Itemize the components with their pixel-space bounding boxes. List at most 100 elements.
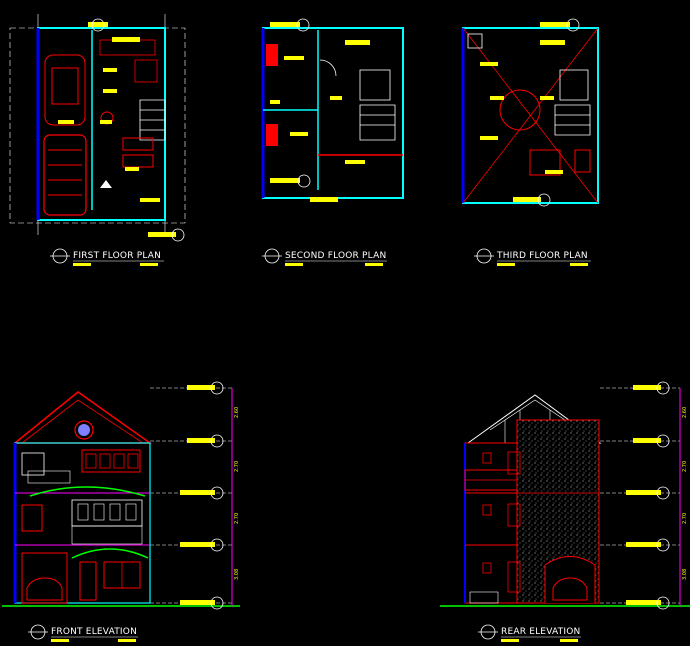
small-window: [482, 562, 492, 574]
room-tag: [490, 96, 504, 100]
level-bubble: [210, 486, 224, 500]
scale-tag: [51, 639, 69, 642]
level-tag: [270, 178, 300, 183]
level-bubble: [210, 538, 224, 552]
drawing-title: REAR ELEVATION: [501, 627, 580, 637]
dimension-text: 2.70: [682, 461, 688, 472]
dimension-text: 2.70: [234, 461, 240, 472]
door-swing: [319, 59, 337, 77]
scale-tag: [560, 639, 578, 642]
level-tag: [187, 385, 215, 390]
rear-elevation-title: REAR ELEVATION: [478, 624, 581, 642]
dimension-text: 3.08: [234, 569, 240, 580]
room-tag: [284, 56, 304, 60]
grid-bubble: [566, 18, 580, 32]
garage-arch: [544, 556, 596, 603]
laundry-fixture: [467, 33, 483, 49]
room-tag: [480, 62, 498, 66]
stair: [139, 99, 166, 141]
level-bubble: [656, 596, 670, 610]
dimension-text: 2.60: [682, 407, 688, 418]
rear-wall: [464, 442, 518, 604]
room-tag: [140, 198, 160, 202]
level-tag: [148, 232, 176, 237]
window-pane: [127, 453, 139, 469]
scale-tag: [501, 639, 519, 642]
level-bubble: [656, 381, 670, 395]
room-tag: [540, 40, 565, 45]
grid-bubble: [537, 193, 551, 207]
third-floor-title: THIRD FLOOR PLAN: [474, 248, 591, 266]
first-floor-plan: FIRST FLOOR PLAN: [9, 14, 186, 266]
room-tag: [290, 132, 308, 136]
level-bubble: [210, 596, 224, 610]
room-tag: [345, 160, 365, 164]
entrance-arrow-icon: [100, 180, 112, 188]
level-bubble: [210, 381, 224, 395]
room-tag: [330, 96, 342, 100]
window-pane: [109, 503, 121, 521]
scale-tag: [140, 263, 158, 266]
car-front-view: [552, 577, 588, 601]
room-tag: [103, 68, 117, 72]
car-top-view: [43, 134, 87, 216]
scale-tag: [365, 263, 383, 266]
exterior-wall: [262, 27, 404, 199]
scale-tag: [118, 639, 136, 642]
plan-grid-border: [9, 27, 186, 224]
scale-tag: [497, 263, 515, 266]
round-window: [74, 420, 94, 440]
window: [507, 451, 521, 475]
window-pane: [93, 503, 105, 521]
sofa: [122, 154, 154, 168]
scale-tag: [570, 263, 588, 266]
window-pane: [113, 453, 125, 469]
window-pane: [77, 503, 89, 521]
sofa: [122, 137, 154, 151]
room-tag: [540, 96, 554, 100]
grid-bubble: [91, 18, 105, 32]
toilet-room: [359, 69, 391, 101]
level-tag: [310, 197, 338, 202]
level-tag: [513, 197, 541, 202]
drawing-title: FRONT ELEVATION: [51, 627, 137, 637]
dimension-text: 2.70: [234, 513, 240, 524]
small-window: [482, 504, 492, 516]
arch-band: [29, 486, 146, 497]
window-pane: [85, 453, 97, 469]
garage-opening: [21, 552, 68, 604]
window: [21, 452, 45, 476]
round-window-glass: [78, 424, 90, 436]
room-tag: [345, 40, 370, 45]
room-tag: [125, 167, 139, 171]
window-pane: [99, 453, 111, 469]
car-roof: [51, 67, 79, 105]
room-tag: [270, 100, 280, 104]
dimension-text: 3.08: [682, 569, 688, 580]
door: [79, 561, 97, 601]
level-tag: [626, 542, 661, 547]
bathroom-fixture: [266, 44, 278, 66]
brick-railing: [71, 525, 143, 545]
level-tag: [180, 600, 215, 605]
drawing-title: SECOND FLOOR PLAN: [285, 251, 386, 261]
first-floor-title: FIRST FLOOR PLAN: [50, 248, 164, 266]
grid-bubble: [171, 228, 185, 242]
grid-tag: [88, 22, 108, 27]
grid-tag: [270, 22, 300, 27]
dimension-text: 2.70: [682, 513, 688, 524]
front-elevation: 2.60 2.70 2.70 3.08 FRONT ELEVATION: [2, 381, 240, 642]
front-elevation-title: FRONT ELEVATION: [28, 624, 138, 642]
door: [507, 561, 521, 593]
level-tag: [626, 490, 661, 495]
level-bubble: [656, 538, 670, 552]
second-floor-title: SECOND FLOOR PLAN: [262, 248, 387, 266]
rear-elevation: 2.60 2.70 2.70 3.08 REAR ELEVATION: [440, 381, 690, 642]
level-tag: [180, 490, 215, 495]
stove: [134, 59, 158, 83]
level-bubble: [656, 434, 670, 448]
level-tag: [187, 438, 215, 443]
grid-bubble: [297, 174, 311, 188]
scale-tag: [73, 263, 91, 266]
